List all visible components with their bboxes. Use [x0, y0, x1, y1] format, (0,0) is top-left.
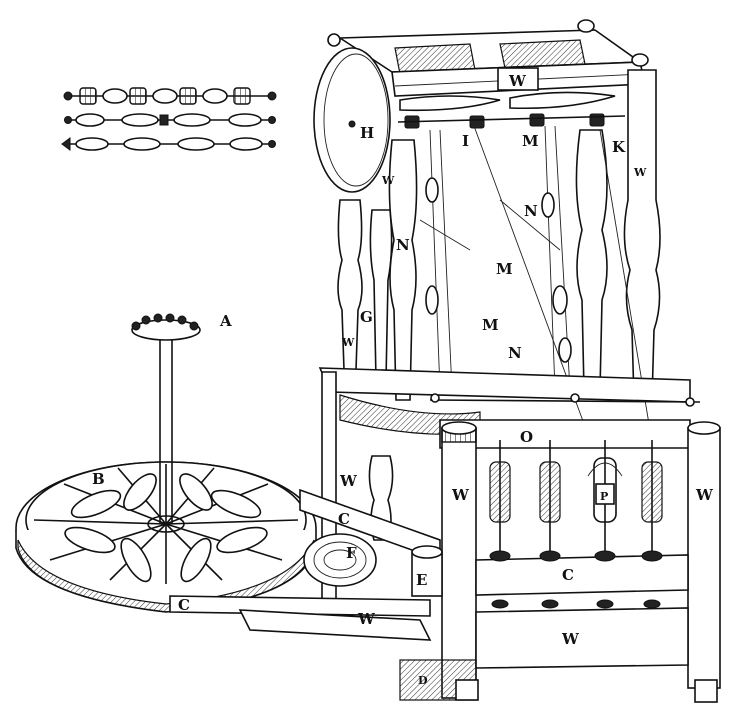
spindle-row: [489, 440, 663, 609]
label-A: A: [219, 312, 232, 330]
label-M-low: M: [482, 316, 499, 334]
bobbin-rods-detail: [61, 87, 277, 151]
upper-frame: [327, 19, 649, 129]
turned-posts: [337, 69, 661, 441]
label-N-left: N: [396, 236, 410, 254]
label-F: F: [346, 544, 357, 562]
diagram-labels: A B C C C D E F G H I K M M M N N N O P …: [92, 72, 714, 687]
label-G: G: [360, 308, 373, 326]
wheel-H: [313, 47, 391, 193]
bobbin-rod: [64, 113, 276, 127]
drive-belt: [169, 488, 441, 641]
label-W-far-right: W: [695, 486, 714, 504]
label-D: D: [418, 674, 428, 687]
label-C-rail: C: [562, 566, 574, 584]
lower-frame: [321, 371, 721, 703]
label-W-front-right: W: [451, 486, 470, 504]
label-P: P: [600, 490, 608, 503]
label-N-upper: N: [524, 202, 538, 220]
label-I: I: [462, 132, 469, 150]
spoke-paddles: [64, 473, 268, 583]
label-K: K: [612, 138, 626, 156]
label-W-left-post: W: [341, 336, 355, 349]
label-M-mid: M: [496, 260, 513, 278]
label-C-belt-upper: C: [338, 510, 350, 528]
label-O: O: [520, 428, 533, 446]
bobbin-rod: [63, 87, 277, 105]
label-W-base: W: [561, 630, 580, 648]
label-H: H: [360, 124, 374, 142]
label-N-low: N: [508, 344, 522, 362]
label-W-belt: W: [357, 610, 376, 628]
label-W-right-post: W: [633, 166, 647, 179]
label-W-small: W: [381, 174, 395, 187]
label-W-top: W: [508, 72, 527, 90]
carriage-O: [318, 367, 701, 449]
label-E: E: [416, 571, 427, 589]
label-M-top: M: [522, 132, 539, 150]
drive-wheel-B: [15, 461, 317, 613]
pulley-EF: [303, 533, 443, 597]
bobbin-rod: [61, 137, 276, 151]
crank-A: [131, 313, 201, 524]
label-B: B: [92, 470, 105, 488]
crown-teeth: [131, 313, 199, 331]
label-W-front-left: W: [339, 472, 358, 490]
label-C-belt-lower: C: [178, 596, 190, 614]
